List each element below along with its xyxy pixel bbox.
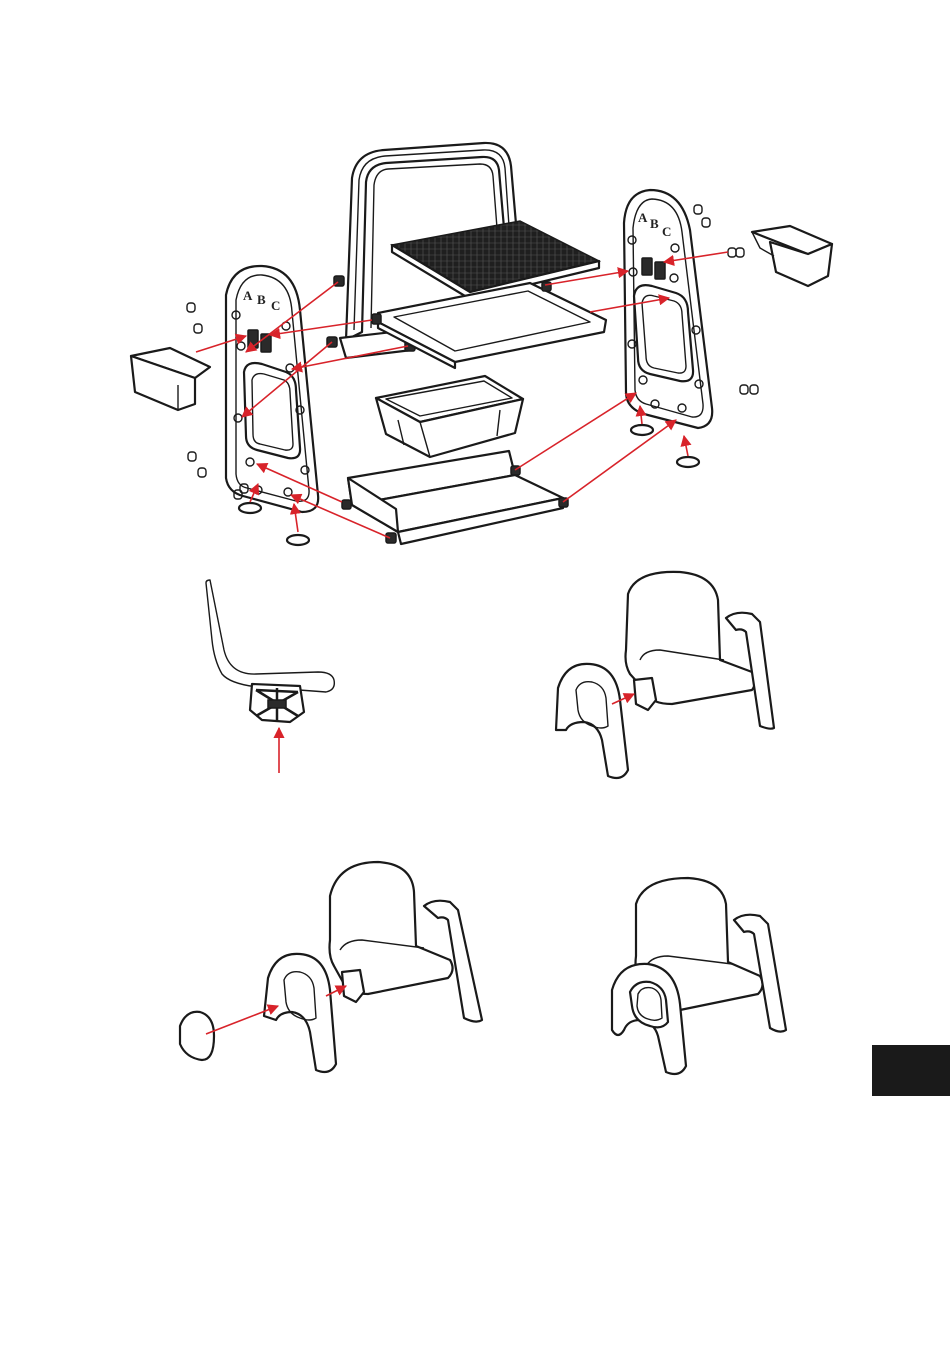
- frame-letter-b: B: [650, 216, 659, 231]
- seat-mount-insert: [206, 580, 334, 773]
- frame-letter-a: A: [243, 288, 253, 303]
- right-side-basket: [752, 226, 832, 286]
- exploded-frame-assembly: A B C A B C: [131, 143, 832, 545]
- seat-board: [392, 221, 599, 299]
- right-side-panel: A B C: [624, 190, 712, 428]
- peg-icon: [542, 282, 551, 291]
- footrest-panel: [342, 451, 568, 544]
- frame-letter-c: C: [662, 224, 671, 239]
- peg-icon: [342, 500, 351, 509]
- latch-icon: [655, 262, 665, 279]
- frame-letter-b: B: [257, 292, 266, 307]
- left-side-panel: A B C: [226, 266, 318, 512]
- frame-letter-a: A: [638, 210, 648, 225]
- section-tab: [872, 1045, 950, 1096]
- side-cap-attach: [180, 862, 482, 1072]
- seat-to-side-panel: [556, 572, 774, 778]
- peg-icon: [372, 314, 381, 324]
- assembled-chair: [612, 878, 786, 1074]
- left-side-basket: [131, 348, 210, 410]
- seat-frame: [372, 282, 606, 368]
- latch-icon: [642, 258, 652, 275]
- peg-icon: [386, 533, 396, 543]
- frame-letter-c: C: [271, 298, 280, 313]
- cap-arrow: [206, 1006, 278, 1034]
- latch-icon: [248, 330, 258, 348]
- storage-tray: [376, 376, 523, 457]
